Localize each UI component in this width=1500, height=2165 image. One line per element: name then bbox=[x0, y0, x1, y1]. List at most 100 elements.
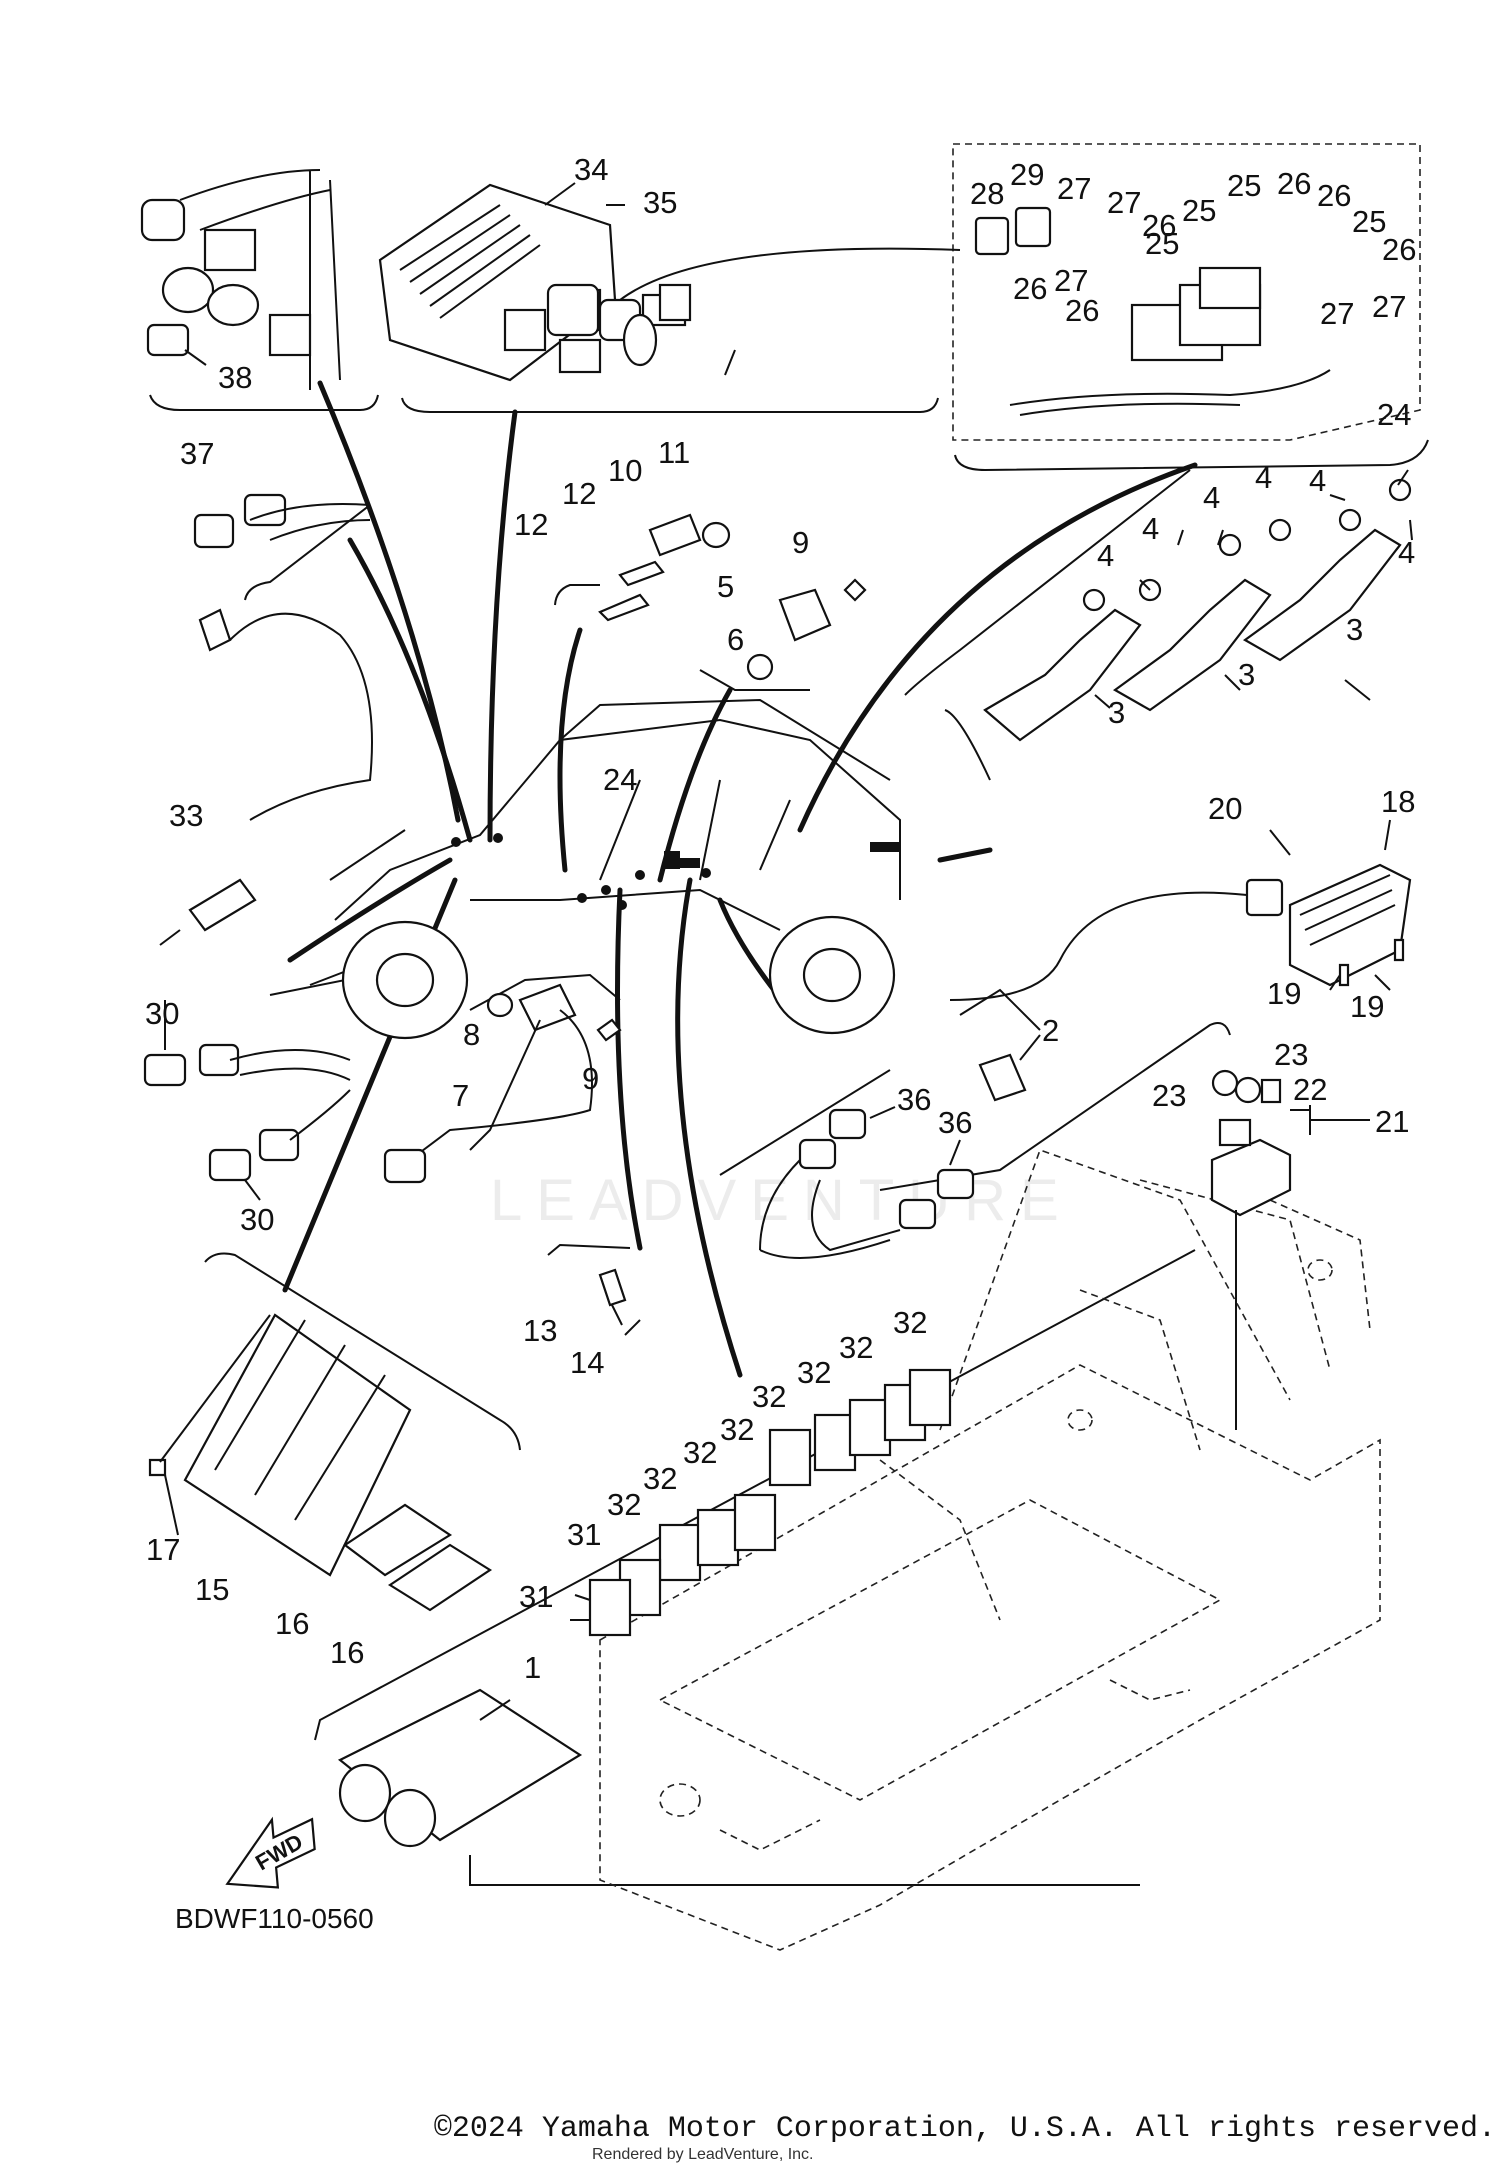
callout-4f: 4 bbox=[1398, 535, 1415, 570]
callout-32g: 32 bbox=[643, 1461, 677, 1496]
component-relays-32 bbox=[588, 1368, 952, 1637]
callout-32e: 32 bbox=[720, 1412, 754, 1447]
frame-tray bbox=[599, 1148, 1381, 1951]
callout-28: 28 bbox=[970, 176, 1004, 211]
callout-3b: 3 bbox=[1238, 657, 1255, 692]
callout-32a: 32 bbox=[893, 1305, 927, 1340]
component-starter-relay-21 bbox=[1210, 1069, 1292, 1430]
callout-24b: 24 bbox=[603, 762, 637, 797]
callout-17: 17 bbox=[146, 1532, 180, 1567]
callout-12a: 12 bbox=[562, 476, 596, 511]
callout-9b: 9 bbox=[582, 1061, 599, 1096]
copyright-notice: ©2024 Yamaha Motor Corporation, U.S.A. A… bbox=[0, 2112, 1500, 2146]
component-ecm-1 bbox=[337, 1688, 583, 1848]
component-connectors-38 bbox=[140, 169, 341, 390]
fuse-box-outline bbox=[952, 143, 1421, 441]
component-switch-2 bbox=[978, 1053, 1027, 1102]
callout-labels: 34 35 38 28 29 27 27 27 27 27 25 25 25 2… bbox=[145, 152, 1416, 1685]
callout-30a: 30 bbox=[145, 996, 179, 1031]
callout-leaders bbox=[164, 182, 1413, 1721]
fwd-arrow: FWD bbox=[225, 1816, 316, 1889]
callout-18: 18 bbox=[1381, 784, 1415, 819]
callout-11: 11 bbox=[658, 435, 690, 470]
callout-6: 6 bbox=[727, 622, 744, 657]
callout-36b: 36 bbox=[938, 1105, 972, 1140]
callout-27b: 27 bbox=[1107, 185, 1141, 220]
callout-37: 37 bbox=[180, 436, 214, 471]
callout-2: 2 bbox=[1042, 1013, 1059, 1048]
component-connectors-36 bbox=[759, 1108, 975, 1259]
component-sensor-7 bbox=[383, 983, 622, 1184]
callout-14: 14 bbox=[570, 1345, 604, 1380]
callout-32f: 32 bbox=[683, 1435, 717, 1470]
callout-16a: 16 bbox=[275, 1606, 309, 1641]
callout-3a: 3 bbox=[1346, 612, 1363, 647]
callout-16b: 16 bbox=[330, 1635, 364, 1670]
callout-26e: 26 bbox=[1013, 271, 1047, 306]
callout-13: 13 bbox=[523, 1313, 557, 1348]
callout-25c: 25 bbox=[1352, 204, 1386, 239]
callout-4d: 4 bbox=[1142, 511, 1159, 546]
callout-4c: 4 bbox=[1309, 463, 1326, 498]
callout-12b: 12 bbox=[514, 507, 548, 542]
component-regulator-18 bbox=[949, 863, 1412, 1001]
component-battery-cover-15 bbox=[148, 1313, 493, 1612]
component-relays-fusebox bbox=[974, 206, 1331, 416]
callout-32c: 32 bbox=[797, 1355, 831, 1390]
callout-30b: 30 bbox=[240, 1202, 274, 1237]
callout-26f: 26 bbox=[1065, 293, 1099, 328]
callout-35: 35 bbox=[643, 185, 677, 220]
callout-7: 7 bbox=[452, 1078, 469, 1113]
callout-32b: 32 bbox=[839, 1330, 873, 1365]
callout-4e: 4 bbox=[1097, 538, 1114, 573]
callout-20: 20 bbox=[1208, 791, 1242, 826]
callout-31b: 31 bbox=[519, 1579, 553, 1614]
callout-23b: 23 bbox=[1274, 1037, 1308, 1072]
callout-24a: 24 bbox=[1377, 397, 1411, 432]
component-sensors-upper bbox=[598, 513, 867, 681]
callout-29: 29 bbox=[1010, 157, 1044, 192]
callout-27c: 27 bbox=[1054, 263, 1088, 298]
component-harness-37 bbox=[193, 493, 371, 549]
callout-3c: 3 bbox=[1108, 695, 1125, 730]
component-connectors-right bbox=[546, 247, 961, 374]
watermark-text: LEADVENTURE bbox=[490, 1168, 1073, 1233]
callout-27a: 27 bbox=[1057, 171, 1091, 206]
callout-31a: 31 bbox=[567, 1517, 601, 1552]
callout-8: 8 bbox=[463, 1017, 480, 1052]
callout-25b: 25 bbox=[1182, 193, 1216, 228]
callout-33: 33 bbox=[169, 798, 203, 833]
callout-4b: 4 bbox=[1203, 480, 1220, 515]
callout-19b: 19 bbox=[1350, 989, 1384, 1024]
callout-25d: 25 bbox=[1145, 226, 1179, 261]
component-sensor-33 bbox=[159, 608, 373, 946]
diagram-code: BDWF110-0560 bbox=[175, 1903, 374, 1934]
callout-26c: 26 bbox=[1142, 208, 1176, 243]
callout-21: 21 bbox=[1375, 1104, 1409, 1139]
callout-15: 15 bbox=[195, 1572, 229, 1607]
callout-36a: 36 bbox=[897, 1082, 931, 1117]
callout-25a: 25 bbox=[1227, 168, 1261, 203]
callout-26d: 26 bbox=[1382, 232, 1416, 267]
callout-32h: 32 bbox=[607, 1487, 641, 1522]
copyright-text: ©2024 Yamaha Motor Corporation, U.S.A. A… bbox=[433, 2112, 1496, 2146]
callout-27d: 27 bbox=[1320, 296, 1354, 331]
callout-4a: 4 bbox=[1255, 460, 1272, 495]
callout-38: 38 bbox=[218, 360, 252, 395]
callout-1: 1 bbox=[524, 1650, 541, 1685]
leader-lines bbox=[282, 380, 1198, 1378]
callout-26a: 26 bbox=[1277, 166, 1311, 201]
component-spark-plug-13 bbox=[598, 1268, 641, 1336]
component-connectors-30 bbox=[143, 1043, 351, 1182]
callout-23a: 23 bbox=[1152, 1078, 1186, 1113]
callout-9a: 9 bbox=[792, 525, 809, 560]
vehicle-illustration bbox=[334, 698, 901, 1040]
rendered-by-text: Rendered by LeadVenture, Inc. bbox=[592, 2146, 814, 2163]
callout-5: 5 bbox=[717, 569, 734, 604]
callout-19a: 19 bbox=[1267, 976, 1301, 1011]
callout-22: 22 bbox=[1293, 1072, 1327, 1107]
component-fuel-injectors-3 bbox=[983, 478, 1412, 742]
callout-10: 10 bbox=[608, 453, 642, 488]
callout-34: 34 bbox=[574, 152, 608, 187]
